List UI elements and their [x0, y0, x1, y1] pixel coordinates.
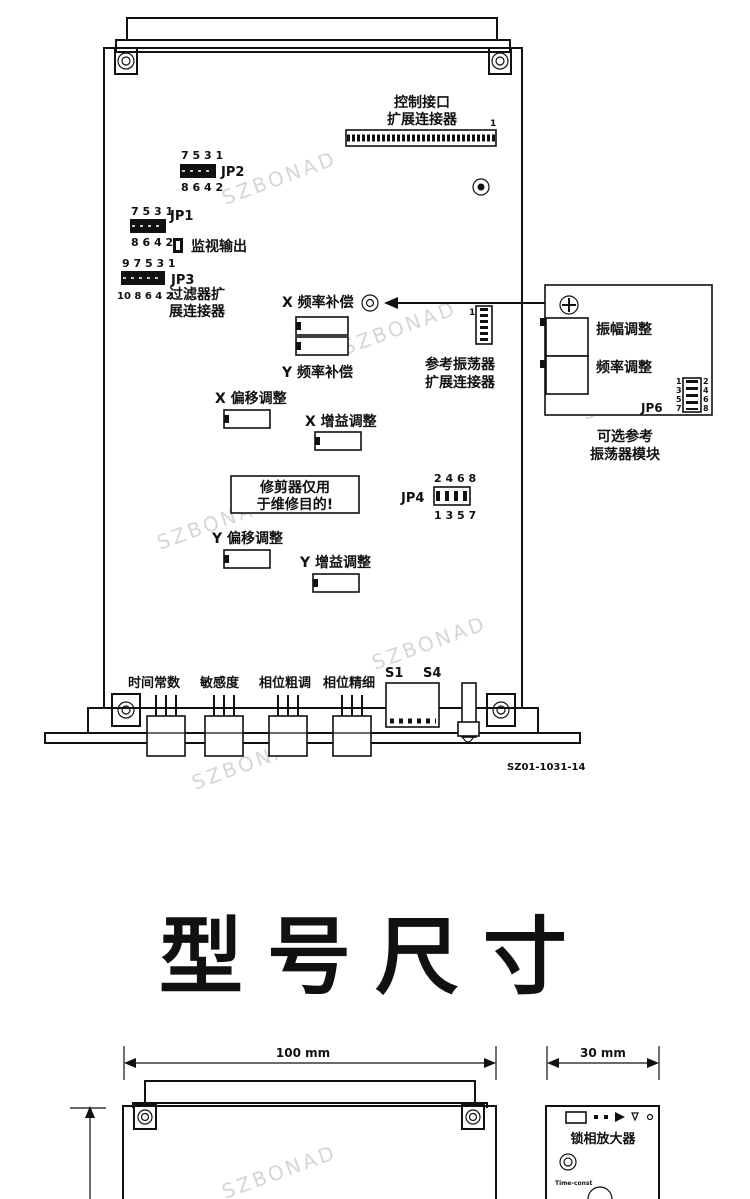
phase-coarse-label: 相位粗调 [259, 675, 311, 691]
jp6-pin-5: 5 [676, 395, 682, 404]
jp2-top-pins: 7 5 3 1 [181, 149, 223, 162]
module-caption-2: 振荡器模块 [590, 446, 661, 463]
front-controls: S1 S4 时间常数 敏感度 相位粗调 相位精细 SZ01-1031-14 [128, 666, 585, 773]
phase-fine-label: 相位精细 [323, 675, 375, 691]
freq-comp-group: X 频率补偿 Y 频率补偿 [281, 294, 379, 381]
ref-osc-label-2: 扩展连接器 [425, 374, 496, 391]
jp2-label: JP2 [220, 165, 244, 180]
jp1-header: 7 5 3 1 JP1 8 6 4 2 监视输出 [130, 205, 247, 255]
monitor-output-label: 监视输出 [191, 238, 247, 255]
rotary-switch-sensitivity [204, 695, 244, 757]
time-const-label: 时间常数 [128, 675, 181, 691]
jp6-pin-3: 3 [676, 386, 682, 395]
board-outline [44, 17, 581, 744]
part-number: SZ01-1031-14 [507, 762, 585, 773]
dimension-drawing: 100 mm 30 mm 锁相放大器 Time-const [70, 1046, 660, 1199]
jp6-pin-2: 2 [703, 377, 709, 386]
jp1-bottom-pins: 8 6 4 2 [131, 236, 173, 249]
ref-osc-module: 振幅调整 频率调整 JP6 1 3 5 7 2 4 6 8 可选参考 振荡器模块 [540, 284, 713, 463]
ref-osc-label-1: 参考振荡器 [425, 356, 496, 373]
trim-note-line-2: 于维修目的! [257, 496, 333, 513]
x-gain-label: X 增益调整 [305, 413, 378, 430]
connector-pin1: 1 [490, 119, 496, 129]
jp6-pin-8: 8 [703, 404, 709, 413]
jp6-pin-6: 6 [703, 395, 709, 404]
jp3-top-pins: 9 7 5 3 1 [122, 257, 176, 270]
jp2-bottom-pins: 8 6 4 2 [181, 181, 223, 194]
jp4-header: 2 4 6 8 JP4 1 3 5 7 [400, 472, 476, 522]
time-const-small-label: Time-const [555, 1180, 592, 1187]
jp3-bottom-pins: 10 8 6 4 2 [117, 291, 173, 302]
jp6-pin-1: 1 [676, 377, 682, 386]
frequency-adjust-label: 频率调整 [596, 359, 653, 376]
x-freq-comp-label: X 频率补偿 [282, 294, 354, 311]
jp6-pin-4: 4 [703, 386, 709, 395]
jp1-label: JP1 [169, 209, 193, 224]
ref-osc-connector: 1 参考振荡器 扩展连接器 [384, 297, 545, 391]
filter-connector-label-2: 展连接器 [169, 303, 226, 320]
rotary-switch-time-const [146, 695, 186, 757]
jp6-pin-7: 7 [676, 404, 682, 413]
ref-osc-pin1: 1 [469, 308, 475, 318]
trim-note: 修剪器仅用 于维修目的! [230, 475, 360, 514]
jp3-header: 9 7 5 3 1 JP3 10 8 6 4 2 过滤器扩 展连接器 [117, 257, 226, 320]
watermark: SZBONAD [339, 296, 461, 360]
y-offset-label: Y 偏移调整 [211, 530, 284, 547]
trim-note-line-1: 修剪器仅用 [259, 479, 330, 496]
trimmers: X 偏移调整 X 增益调整 Y 偏移调整 Y 增益调整 [211, 390, 378, 593]
sensitivity-label: 敏感度 [199, 675, 240, 691]
jp4-bottom-pins: 1 3 5 7 [434, 509, 476, 522]
amplitude-adjust-label: 振幅调整 [596, 321, 653, 338]
depth-dimension-label: 30 mm [580, 1046, 626, 1060]
connector-label-1: 控制接口 [394, 94, 450, 111]
filter-connector-label-1: 过滤器扩 [169, 286, 225, 303]
watermark: SZBONAD [219, 1140, 341, 1199]
jp3-label: JP3 [170, 273, 194, 288]
jp1-top-pins: 7 5 3 1 [131, 205, 173, 218]
connector-label-2: 扩展连接器 [387, 111, 458, 128]
y-gain-label: Y 增益调整 [299, 554, 372, 571]
jp6-label: JP6 [640, 401, 663, 415]
jp4-label: JP4 [400, 491, 424, 506]
jp2-header: 7 5 3 1 JP2 8 6 4 2 [180, 149, 244, 194]
s1-label: S1 [385, 666, 403, 681]
x-offset-label: X 偏移调整 [215, 390, 288, 407]
s4-label: S4 [423, 666, 441, 681]
rotary-switch-phase-fine [332, 695, 372, 757]
jp4-top-pins: 2 4 6 8 [434, 472, 476, 485]
module-caption-1: 可选参考 [597, 428, 653, 445]
rotary-switch-phase-coarse [268, 695, 308, 757]
front-panel-label: 锁相放大器 [570, 1131, 636, 1147]
y-freq-comp-label: Y 频率补偿 [281, 364, 353, 381]
section-title: 型号尺寸 [158, 908, 591, 1006]
width-dimension-label: 100 mm [276, 1046, 330, 1060]
control-interface-connector: 控制接口 扩展连接器 1 [345, 94, 497, 196]
